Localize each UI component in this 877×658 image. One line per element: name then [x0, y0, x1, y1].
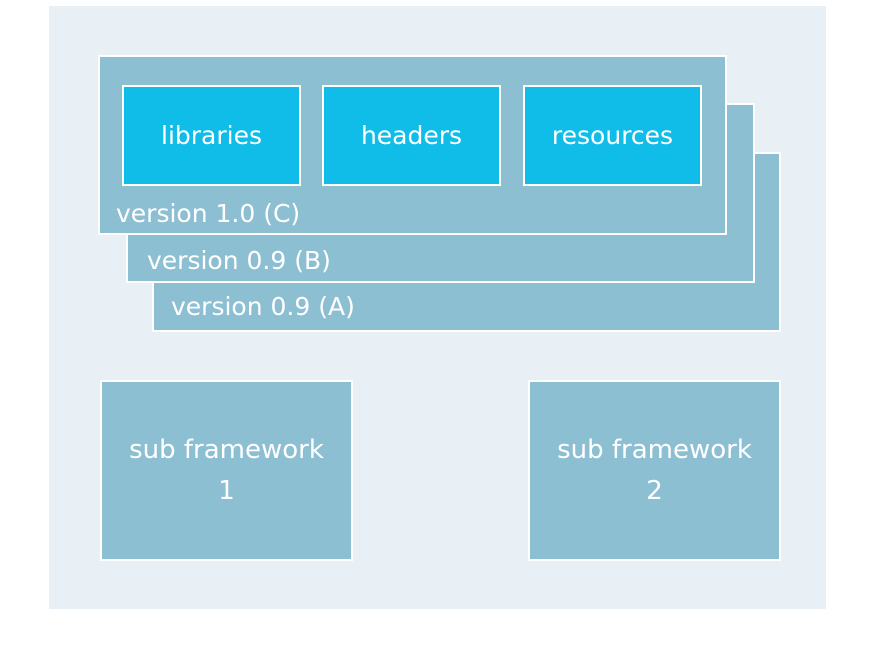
version-label-a: version 0.9 (A): [171, 292, 355, 321]
version-label-b: version 0.9 (B): [147, 246, 331, 275]
version-box-c: libraries headers resources version 1.0 …: [98, 55, 727, 235]
sub-framework-2-box: sub framework 2: [528, 380, 781, 561]
sub-framework-1-box: sub framework 1: [100, 380, 353, 561]
sub-framework-2-number: 2: [646, 475, 663, 506]
sub-framework-1-title: sub framework: [129, 434, 324, 465]
libraries-box: libraries: [122, 85, 301, 186]
headers-box: headers: [322, 85, 501, 186]
sub-framework-2-title: sub framework: [557, 434, 752, 465]
sub-framework-1-number: 1: [218, 475, 235, 506]
resources-box: resources: [523, 85, 702, 186]
version-label-c: version 1.0 (C): [116, 199, 301, 228]
